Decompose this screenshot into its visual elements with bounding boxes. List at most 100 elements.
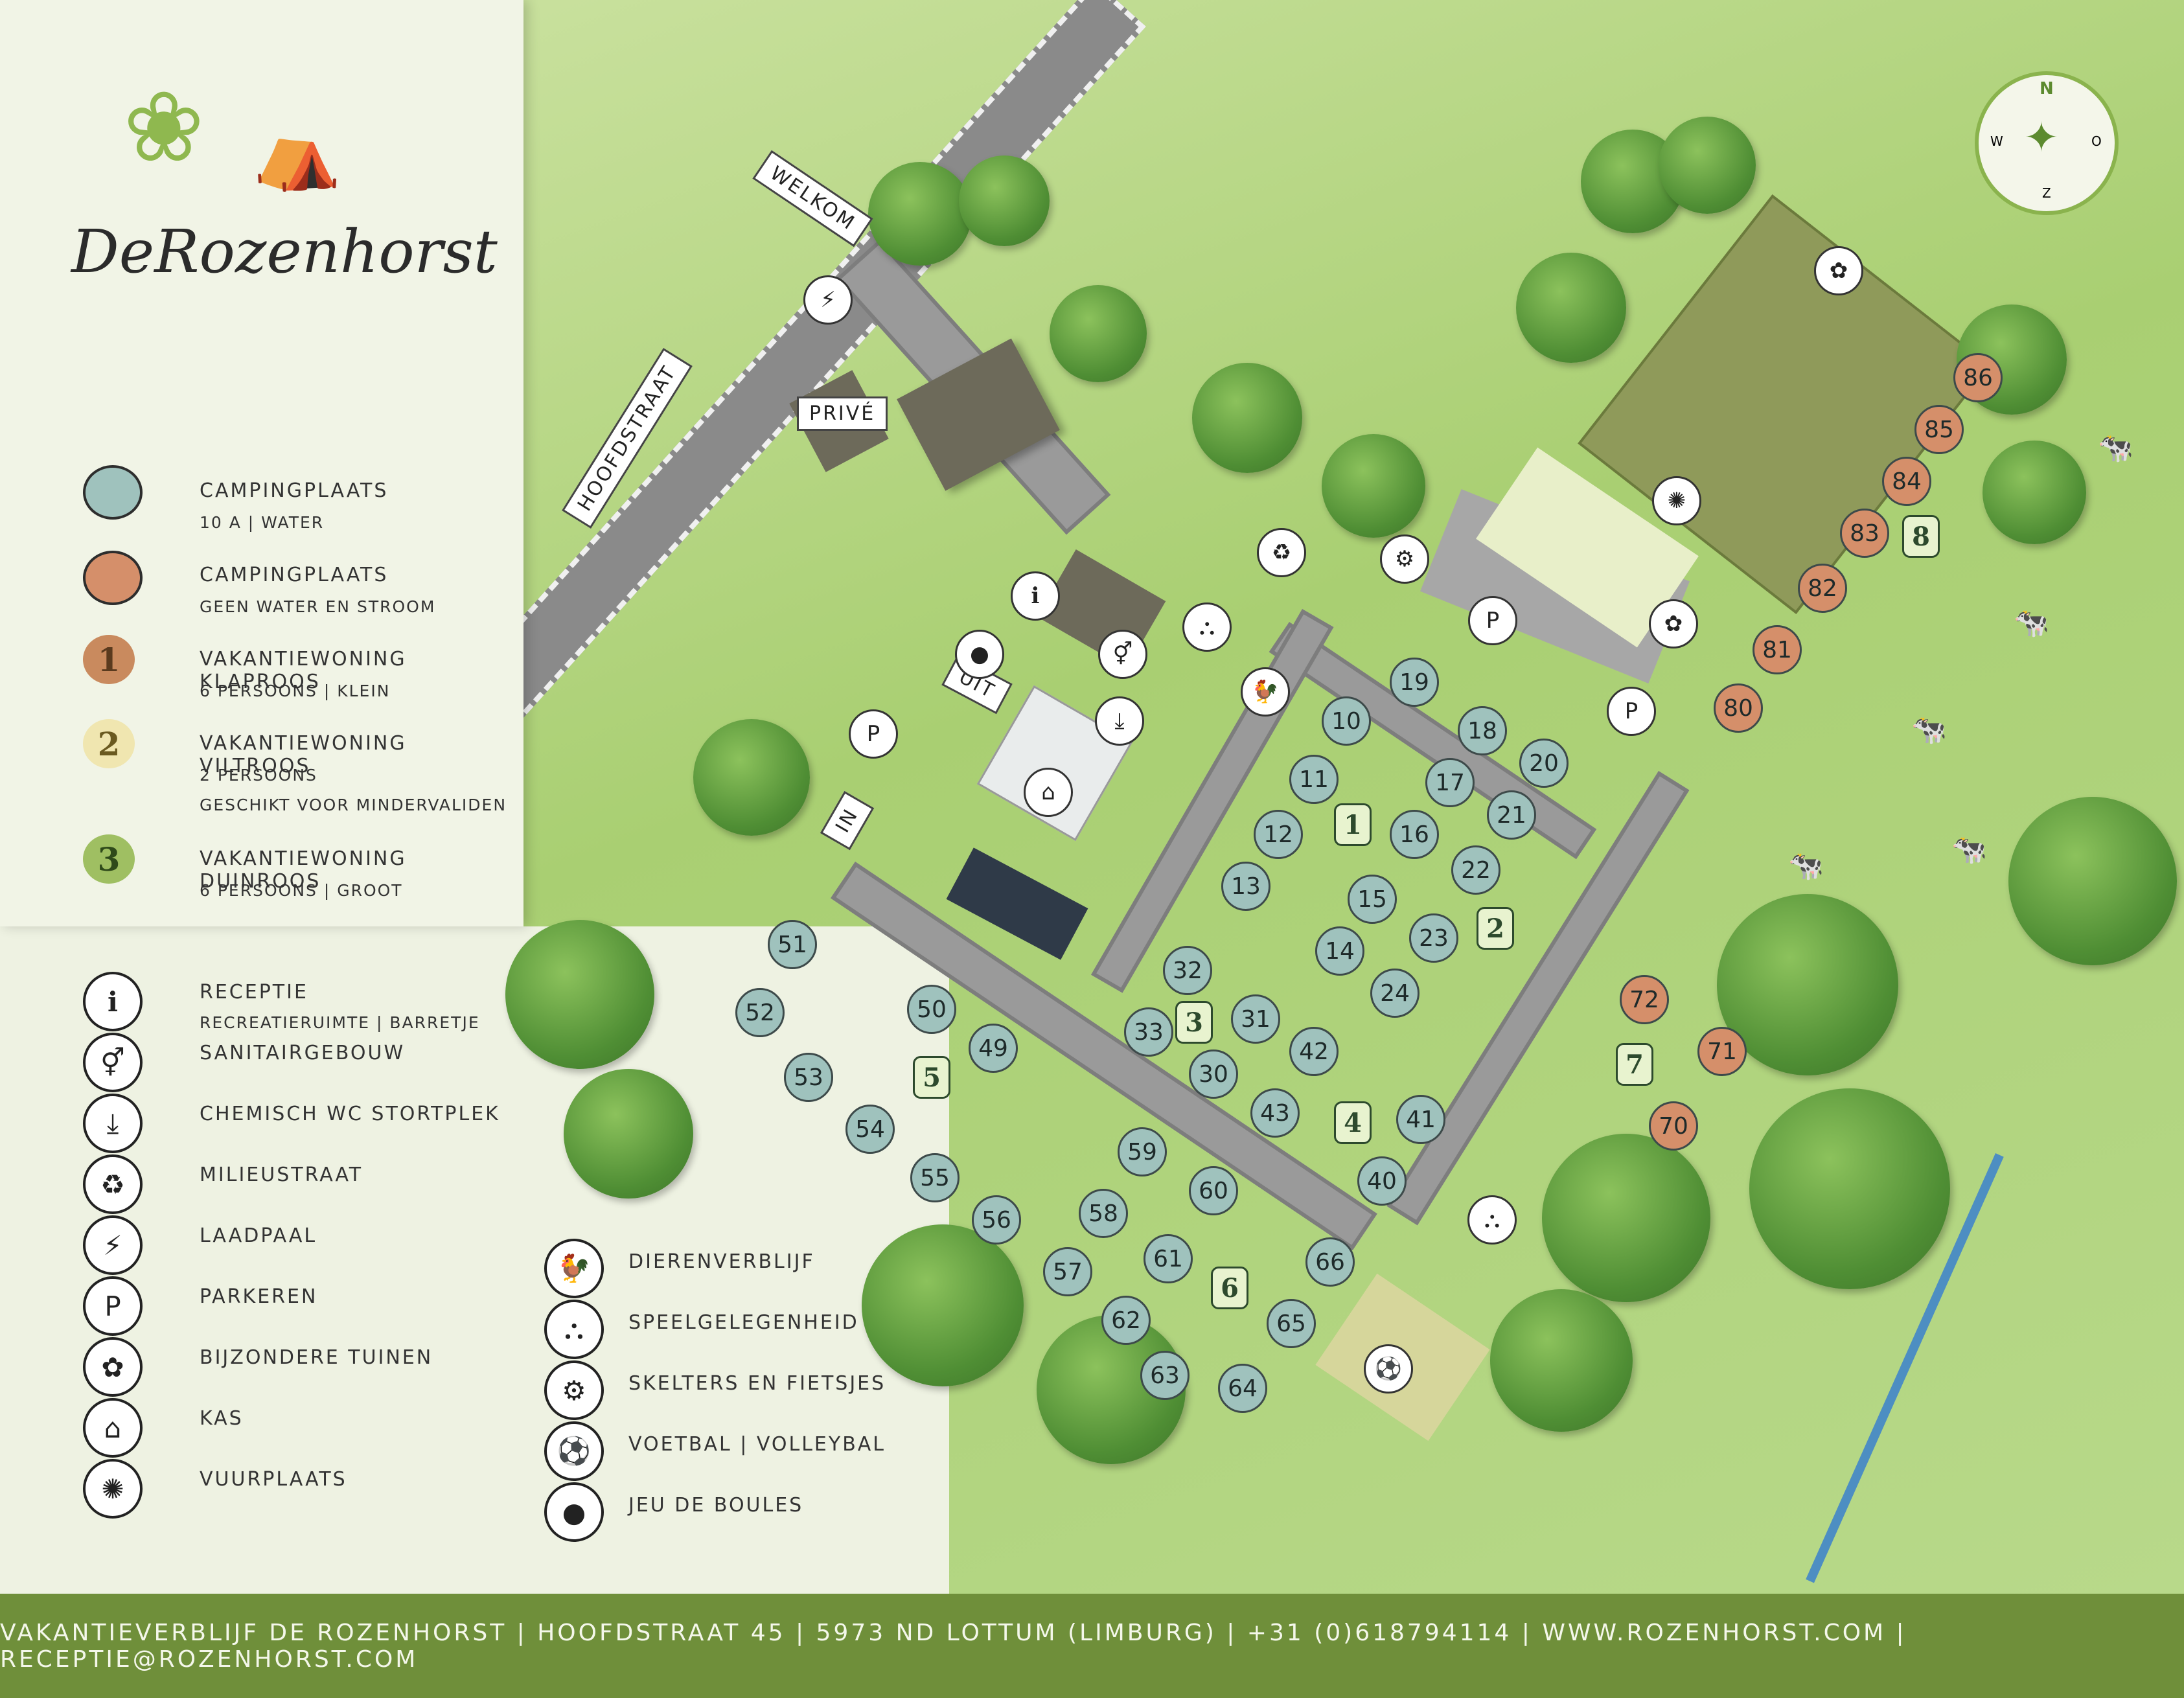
pitch-50[interactable]: 50	[907, 985, 956, 1034]
pitch-31[interactable]: 31	[1231, 994, 1280, 1044]
pitch-66[interactable]: 66	[1305, 1237, 1355, 1287]
in-sign: IN	[820, 790, 875, 851]
pitch-53[interactable]: 53	[784, 1053, 833, 1102]
chemical-wc-icon[interactable]: ⤓	[1095, 696, 1144, 746]
pitch-65[interactable]: 65	[1267, 1299, 1316, 1348]
pitch-64[interactable]: 64	[1218, 1364, 1267, 1413]
tree	[1516, 253, 1626, 363]
pitch-72[interactable]: 72	[1620, 975, 1669, 1024]
pitch-10[interactable]: 10	[1322, 696, 1371, 746]
pitch-40[interactable]: 40	[1357, 1156, 1407, 1206]
legend-house2-sub: 2 PERSOONS	[200, 766, 317, 785]
boules-icon: ●	[544, 1482, 604, 1542]
pitch-16[interactable]: 16	[1390, 810, 1439, 859]
reception-icon[interactable]: ℹ	[1011, 571, 1060, 621]
pitch-62[interactable]: 62	[1101, 1296, 1151, 1345]
pitch-41[interactable]: 41	[1396, 1095, 1445, 1144]
pitch-57[interactable]: 57	[1043, 1247, 1092, 1296]
pitch-51[interactable]: 51	[768, 920, 817, 969]
fireplace-icon: ✺	[83, 1459, 143, 1519]
compass-n: N	[2040, 79, 2054, 98]
pitch-84[interactable]: 84	[1882, 457, 1931, 506]
pitch-70[interactable]: 70	[1649, 1101, 1698, 1151]
pitch-43[interactable]: 43	[1250, 1088, 1300, 1138]
pitch-85[interactable]: 85	[1914, 405, 1964, 454]
parking-icon[interactable]: P	[849, 709, 898, 759]
pitch-15[interactable]: 15	[1348, 875, 1397, 924]
playground-icon[interactable]: ⛬	[1182, 602, 1232, 652]
cow-icon: 🐄	[1911, 713, 1947, 746]
parking-icon[interactable]: P	[1468, 596, 1517, 645]
pitch-54[interactable]: 54	[845, 1105, 895, 1154]
pitch-61[interactable]: 61	[1144, 1234, 1193, 1283]
toilet-icon[interactable]: ⚥	[1098, 630, 1147, 679]
pitch-24[interactable]: 24	[1370, 969, 1420, 1018]
pitch-18[interactable]: 18	[1458, 706, 1507, 755]
pitch-58[interactable]: 58	[1079, 1189, 1128, 1238]
compass-w: W	[1990, 133, 2003, 149]
go-kart-icon: ⚙	[544, 1360, 604, 1420]
campsite-map: 🐄 🐄 🐄 🐄 🐄 WELKOM PRIVÉ HOOFDSTRAAT UIT I…	[0, 0, 2184, 1594]
pitch-21[interactable]: 21	[1487, 790, 1536, 840]
pitch-52[interactable]: 52	[735, 988, 785, 1037]
pitch-19[interactable]: 19	[1390, 658, 1439, 707]
section-marker-7: 7	[1616, 1043, 1653, 1086]
parking-icon[interactable]: P	[1607, 687, 1656, 736]
boules-icon[interactable]: ●	[955, 630, 1004, 679]
pitch-22[interactable]: 22	[1451, 845, 1500, 895]
animal-icon[interactable]: 🐓	[1241, 667, 1290, 717]
pitch-63[interactable]: 63	[1140, 1351, 1190, 1400]
pitch-49[interactable]: 49	[969, 1024, 1018, 1073]
ball-icon[interactable]: ⚽	[1364, 1344, 1413, 1394]
garden-icon[interactable]: ✿	[1649, 599, 1698, 648]
pitch-59[interactable]: 59	[1118, 1127, 1167, 1176]
tree	[868, 162, 972, 266]
pitch-55[interactable]: 55	[910, 1153, 960, 1202]
compass: N O Z W ✦	[1975, 71, 2119, 215]
waste-bin-icon[interactable]: ♻	[1257, 528, 1306, 577]
brand-name-part1: De	[71, 217, 155, 286]
legend-house2-badge: 2	[83, 719, 135, 768]
pitch-30[interactable]: 30	[1189, 1050, 1238, 1099]
charging-icon[interactable]: ⚡	[803, 275, 853, 325]
tree	[1542, 1134, 1710, 1302]
tree	[693, 719, 810, 836]
pitch-82[interactable]: 82	[1798, 564, 1847, 613]
pitch-11[interactable]: 11	[1289, 755, 1339, 804]
pitch-33[interactable]: 33	[1124, 1007, 1173, 1057]
go-kart-icon[interactable]: ⚙	[1380, 534, 1429, 584]
pitch-20[interactable]: 20	[1519, 739, 1569, 788]
pitch-12[interactable]: 12	[1254, 810, 1303, 859]
pitch-17[interactable]: 17	[1425, 758, 1475, 807]
pitch-80[interactable]: 80	[1714, 683, 1763, 733]
pitch-14[interactable]: 14	[1315, 926, 1364, 976]
legend-icon-label: LAADPAAL	[200, 1224, 317, 1247]
pitch-42[interactable]: 42	[1289, 1027, 1339, 1076]
playground-icon[interactable]: ⛬	[1467, 1195, 1517, 1245]
cow-icon: 🐄	[1951, 833, 1987, 866]
pitch-86[interactable]: 86	[1953, 353, 2003, 402]
garden-icon[interactable]: ✿	[1814, 246, 1863, 295]
pitch-81[interactable]: 81	[1753, 625, 1802, 674]
welkom-sign: WELKOM	[752, 150, 873, 247]
tree	[1659, 117, 1756, 214]
pitch-13[interactable]: 13	[1221, 862, 1270, 911]
pitch-60[interactable]: 60	[1189, 1166, 1238, 1215]
parking-icon: P	[83, 1276, 143, 1336]
legend-camping-blue-sub: 10 A | WATER	[200, 513, 325, 532]
pitch-32[interactable]: 32	[1163, 946, 1212, 995]
pitch-71[interactable]: 71	[1697, 1027, 1747, 1076]
brand-name: DeRozenhorst	[71, 217, 498, 286]
pitch-23[interactable]: 23	[1409, 913, 1458, 963]
legend-icon-label: SKELTERS EN FIETSJES	[628, 1372, 886, 1395]
garden-icon: ✿	[83, 1337, 143, 1397]
pitch-56[interactable]: 56	[972, 1195, 1021, 1245]
fireplace-icon[interactable]: ✺	[1652, 476, 1701, 525]
pitch-83[interactable]: 83	[1840, 509, 1889, 558]
greenhouse-icon[interactable]: ⌂	[1024, 768, 1073, 817]
legend-icon-sublabel: RECREATIERUIMTE | BARRETJE	[200, 1013, 480, 1032]
legend-swatch-orange	[83, 551, 143, 605]
legend-house1-title: VAKANTIEWONING KLAPROOS	[200, 648, 407, 693]
legend-camping-blue-title: CAMPINGPLAATS	[200, 479, 389, 502]
toilet-icon: ⚥	[83, 1033, 143, 1092]
